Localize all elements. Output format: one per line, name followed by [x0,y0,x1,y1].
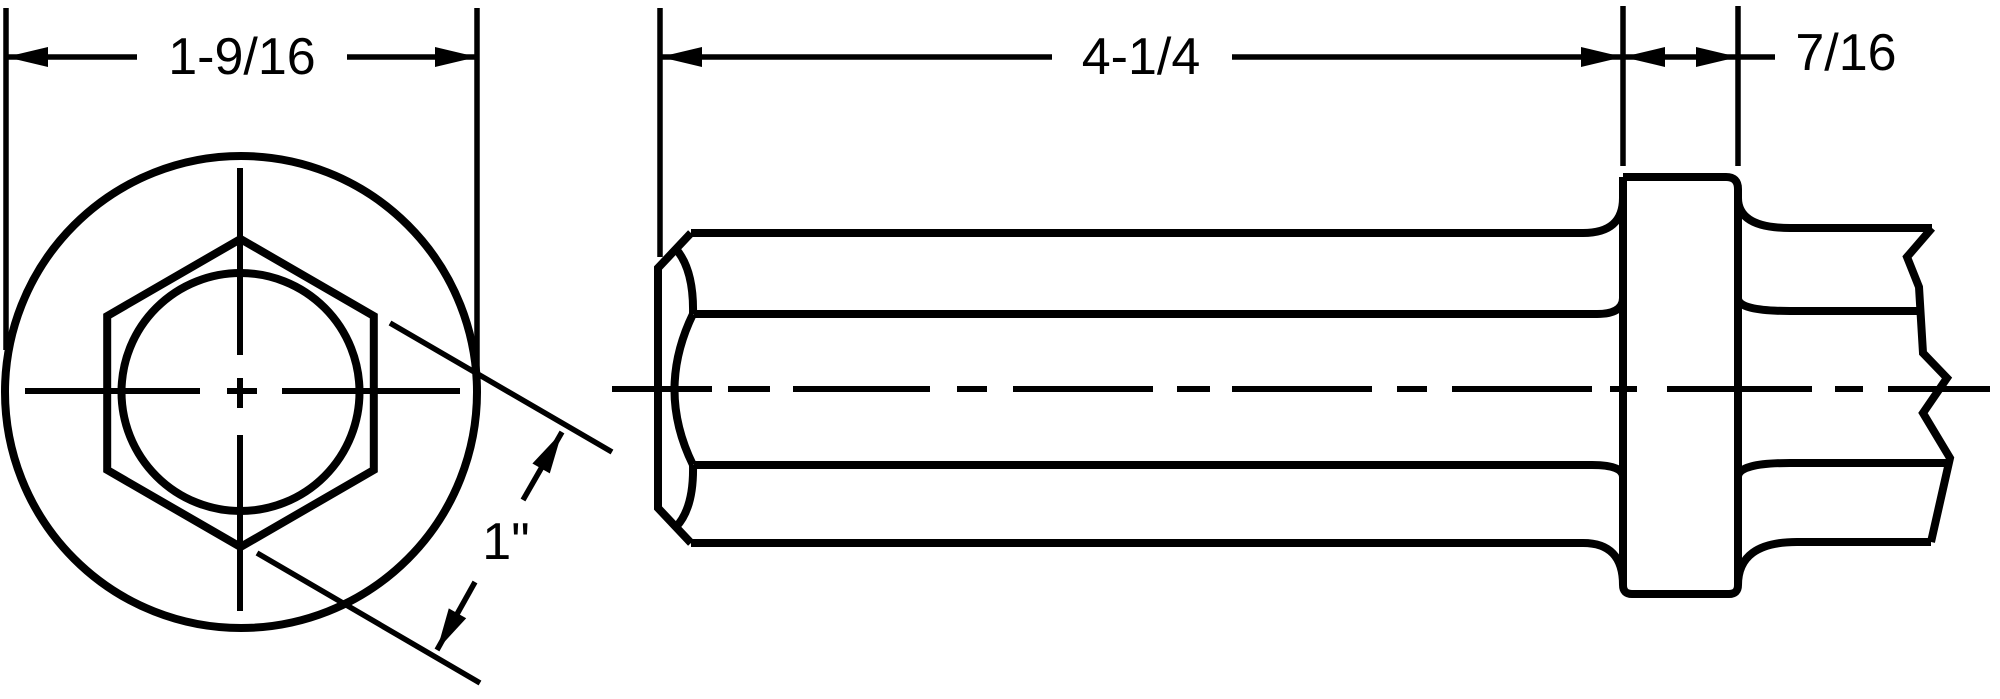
arrow-left-icon [1623,47,1665,67]
shaft-face-line-upper [694,297,1627,318]
arrow-lower-icon [437,608,467,650]
flange-outer-circle [1,152,481,632]
dimension-hex-across-flats: 1" [255,320,614,686]
shaft-top-edge [691,197,1627,237]
dimension-flange-diameter: 1-9/16 [3,8,480,375]
arrow-right-icon [1581,47,1623,67]
extension-line-lower [255,550,482,686]
shaft-face-line-lower [694,461,1627,478]
end-view: 1-9/16 1" [1,8,614,686]
arrow-right-icon [1696,47,1738,67]
shaft-length-label: 4-1/4 [1082,28,1201,86]
shaft-bottom-edge [691,539,1627,586]
hex-across-flats-label: 1" [482,513,529,571]
right-top-edge [1734,197,1932,232]
chamfer-arc-middle [670,312,697,467]
collar-width-label: 7/16 [1795,24,1896,82]
arrow-left-icon [660,47,702,67]
dimension-shaft-length: 4-1/4 [657,8,1623,257]
break-line [1902,225,1955,543]
arrow-left-icon [6,47,48,67]
arrow-right-icon [435,47,477,67]
dimension-collar-width: 7/16 [1620,6,1897,166]
arrow-upper-icon [532,432,562,474]
flange-diameter-label: 1-9/16 [168,28,315,86]
right-face-line-upper [1734,296,1918,315]
shaft-right-of-collar [1734,197,1955,586]
right-bottom-edge [1734,538,1931,586]
chamfer-arc-bottom [672,464,698,530]
side-view: 4-1/4 7/16 [612,6,1990,598]
collar-outline [1619,173,1742,598]
right-face-line-lower [1734,459,1948,478]
chamfer-arc-top [672,246,698,315]
extension-line-upper [388,320,614,455]
